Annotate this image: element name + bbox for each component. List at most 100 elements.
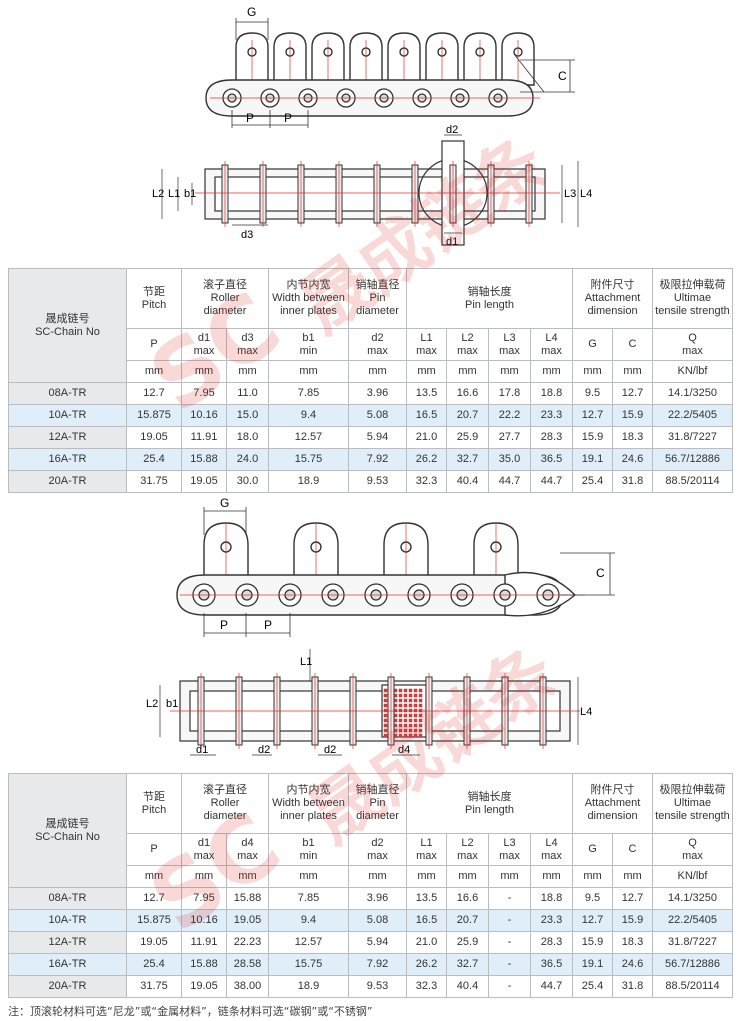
value-cell: 14.1/3250 xyxy=(652,382,734,405)
label-b1: b1 xyxy=(184,188,196,200)
value-cell: 22.2 xyxy=(488,404,531,427)
value-cell: 26.2 xyxy=(406,953,447,976)
value-cell: 5.08 xyxy=(348,909,407,932)
unit-cell: mm xyxy=(226,360,269,383)
value-cell: 19.05 xyxy=(181,975,227,998)
value-cell: 17.8 xyxy=(488,382,531,405)
value-cell: 16.5 xyxy=(406,909,447,932)
value-cell: 25.9 xyxy=(446,426,489,449)
label-L2: L2 xyxy=(152,188,164,200)
unit-cell: mm xyxy=(348,360,407,383)
value-cell: 15.9 xyxy=(611,404,654,427)
label-L1-2: L1 xyxy=(300,656,312,668)
value-cell: 25.4 xyxy=(572,975,613,998)
label-P-1: P xyxy=(246,111,254,125)
value-cell: 56.7/12886 xyxy=(652,448,734,471)
value-cell: 28.58 xyxy=(226,953,269,976)
value-cell: 32.3 xyxy=(406,975,447,998)
value-cell: 12.7 xyxy=(611,887,654,910)
value-cell: 9.4 xyxy=(268,404,349,427)
value-cell: 7.85 xyxy=(268,887,349,910)
chain-model-cell: 12A-TR xyxy=(8,931,127,954)
value-cell: 40.4 xyxy=(446,470,489,493)
unit-cell: mm xyxy=(572,865,613,888)
chain-model-cell: 08A-TR xyxy=(8,382,127,405)
unit-cell: mm xyxy=(406,360,447,383)
value-cell: 15.9 xyxy=(572,931,613,954)
value-cell: 21.0 xyxy=(406,426,447,449)
subheader-cell: P xyxy=(126,833,182,866)
value-cell: 3.96 xyxy=(348,382,407,405)
value-cell: 7.85 xyxy=(268,382,349,405)
label-P-3: P xyxy=(220,618,228,632)
value-cell: 21.0 xyxy=(406,931,447,954)
value-cell: 23.3 xyxy=(530,404,573,427)
value-cell: 18.9 xyxy=(268,470,349,493)
chain-model-cell: 20A-TR xyxy=(8,470,127,493)
label-d2: d2 xyxy=(446,125,458,136)
unit-cell: mm xyxy=(446,865,489,888)
value-cell: 12.7 xyxy=(611,382,654,405)
value-cell: 15.75 xyxy=(268,953,349,976)
value-cell: 44.7 xyxy=(488,470,531,493)
unit-cell: mm xyxy=(181,865,227,888)
value-cell: 12.57 xyxy=(268,931,349,954)
label-d2-3: d2 xyxy=(324,744,336,756)
value-cell: 20.7 xyxy=(446,404,489,427)
value-cell: 22.23 xyxy=(226,931,269,954)
label-G-2: G xyxy=(220,496,229,510)
label-d3: d3 xyxy=(241,229,253,241)
subheader-cell: P xyxy=(126,328,182,361)
value-cell: 22.2/5405 xyxy=(652,909,734,932)
value-cell: 18.8 xyxy=(530,887,573,910)
unit-cell: mm xyxy=(446,360,489,383)
value-cell: 7.92 xyxy=(348,953,407,976)
value-cell: 28.3 xyxy=(530,931,573,954)
label-d2-2: d2 xyxy=(258,744,270,756)
chain-model-cell: 16A-TR xyxy=(8,953,127,976)
value-cell: 40.4 xyxy=(446,975,489,998)
value-cell: 31.8/7227 xyxy=(652,931,734,954)
value-cell: 25.4 xyxy=(126,448,182,471)
label-L4-2: L4 xyxy=(580,706,592,718)
value-cell: 10.16 xyxy=(181,404,227,427)
value-cell: 16.6 xyxy=(446,382,489,405)
unit-cell: mm xyxy=(226,865,269,888)
unit-cell: KN/lbf xyxy=(652,360,734,383)
value-cell: 27.7 xyxy=(488,426,531,449)
value-cell: 5.94 xyxy=(348,426,407,449)
value-cell: 26.2 xyxy=(406,448,447,471)
subheader-cell: C xyxy=(611,328,654,361)
value-cell: 32.7 xyxy=(446,448,489,471)
label-d1-2: d1 xyxy=(196,744,208,756)
value-cell: - xyxy=(488,931,531,954)
value-cell: 28.3 xyxy=(530,426,573,449)
value-cell: 88.5/20114 xyxy=(652,470,734,493)
value-cell: 18.0 xyxy=(226,426,269,449)
value-cell: 11.91 xyxy=(181,931,227,954)
value-cell: 19.1 xyxy=(572,953,613,976)
value-cell: 3.96 xyxy=(348,887,407,910)
value-cell: 19.05 xyxy=(226,909,269,932)
